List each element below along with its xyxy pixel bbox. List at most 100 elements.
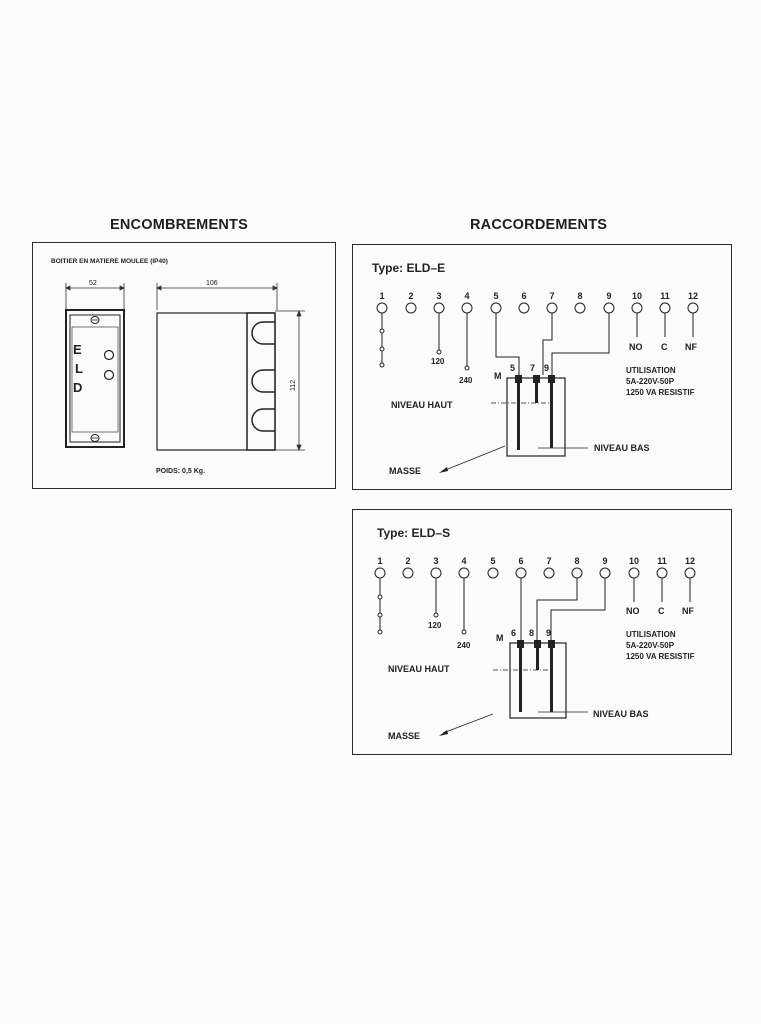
- eld-e-terminal-2-number: 2: [408, 291, 413, 301]
- eld-s-terminal-9: [599, 567, 611, 579]
- encombrements-heading: ENCOMBREMENTS: [110, 217, 248, 233]
- eld-s-probe-number-3: 9: [546, 628, 551, 638]
- eld-e-terminal-5-number: 5: [493, 291, 498, 301]
- eld-s-terminal-12: [684, 567, 696, 579]
- eld-e-voltage-120: 120: [431, 357, 445, 366]
- eld-e-terminal-1: [376, 302, 388, 314]
- eld-s-terminal-7: [543, 567, 555, 579]
- eld-s-niveau-bas: NIVEAU BAS: [593, 709, 649, 719]
- eld-e-type-label: Type: ELD–E: [372, 261, 445, 275]
- eld-e-probe-wiring: [495, 313, 610, 375]
- front-letter-l: L: [75, 361, 83, 376]
- weight-label: POIDS: 0,5 Kg.: [156, 468, 205, 475]
- eld-s-terminal-6: [515, 567, 527, 579]
- eld-e-utilisation: UTILISATION 5A-220V-50P 1250 VA RESISTIF: [626, 366, 695, 397]
- eld-s-probe-tank: [439, 640, 588, 736]
- eld-s-terminal-1-number: 1: [377, 556, 382, 566]
- eld-s-terminal-10-number: 10: [629, 556, 639, 566]
- eld-s-terminal-2-number: 2: [405, 556, 410, 566]
- eld-e-terminal-8: [574, 302, 586, 314]
- eld-s-wiring-diagram: Type: ELD–S 1 2 3 4 5 6 7 8 9 10 11 12: [374, 526, 696, 741]
- eld-s-terminal-1: [374, 567, 386, 579]
- eld-e-terminal-1-number: 1: [379, 291, 384, 301]
- eld-e-terminal-6: [518, 302, 530, 314]
- eld-e-terminal-3-number: 3: [436, 291, 441, 301]
- eld-s-terminal-10: [628, 567, 640, 579]
- eld-e-probe-number-3: 9: [544, 363, 549, 373]
- eld-s-panel: Type: ELD–S 1 2 3 4 5 6 7 8 9 10 11 12: [352, 509, 732, 755]
- eld-e-contact-c: C: [661, 342, 668, 352]
- eld-s-terminal-4-number: 4: [461, 556, 466, 566]
- eld-s-terminal-4: [458, 567, 470, 579]
- eld-s-contact-nf: NF: [682, 606, 694, 616]
- eld-e-terminal-5: [490, 302, 502, 314]
- eld-s-utilisation-power: 1250 VA RESISTIF: [626, 652, 695, 661]
- eld-e-terminal-11-number: 11: [660, 291, 670, 301]
- eld-e-voltage-240: 240: [459, 376, 473, 385]
- eld-s-terminal-11: [656, 567, 668, 579]
- eld-e-terminal-12: [687, 302, 699, 314]
- eld-s-utilisation-title: UTILISATION: [626, 630, 676, 639]
- eld-e-terminal-3: [433, 302, 445, 314]
- eld-s-terminal-5-number: 5: [490, 556, 495, 566]
- eld-s-relay-contacts: [633, 578, 691, 602]
- eld-s-terminal-6-number: 6: [518, 556, 523, 566]
- eld-e-masse: MASSE: [389, 466, 421, 476]
- eld-e-terminal-4-number: 4: [464, 291, 469, 301]
- eld-e-probe-number-1: 5: [510, 363, 515, 373]
- eld-s-terminal-3: [430, 567, 442, 579]
- eld-e-terminal-9: [603, 302, 615, 314]
- eld-e-relay-contacts: [636, 313, 694, 337]
- eld-s-contact-c: C: [658, 606, 665, 616]
- encombrements-panel: BOITIER EN MATIERE MOULEE (IP40) 52 E L …: [32, 242, 336, 489]
- eld-e-probe-tank: [439, 375, 588, 473]
- eld-s-terminal-3-number: 3: [433, 556, 438, 566]
- eld-s-terminal-5: [487, 567, 499, 579]
- eld-e-niveau-bas: NIVEAU BAS: [594, 443, 650, 453]
- raccordements-heading: RACCORDEMENTS: [470, 217, 608, 233]
- eld-e-terminal-4: [461, 302, 473, 314]
- eld-s-terminal-8-number: 8: [574, 556, 579, 566]
- eld-s-terminal-block: [374, 567, 696, 579]
- eld-s-terminal-8: [571, 567, 583, 579]
- front-view: [65, 309, 125, 448]
- eld-s-masse: MASSE: [388, 731, 420, 741]
- eld-e-terminal-9-number: 9: [606, 291, 611, 301]
- eld-s-probe-number-2: 8: [529, 628, 534, 638]
- eld-e-panel: Type: ELD–E 1 2 3 4 5 6 7 8 9 10 11 12: [352, 244, 732, 490]
- eld-s-utilisation: UTILISATION 5A-220V-50P 1250 VA RESISTIF: [626, 630, 695, 661]
- front-width-dimension: [65, 283, 125, 310]
- eld-s-utilisation-rating: 5A-220V-50P: [626, 641, 675, 650]
- eld-e-niveau-haut: NIVEAU HAUT: [391, 400, 453, 410]
- side-width-label: 106: [206, 280, 218, 287]
- eld-e-wiring-diagram: Type: ELD–E 1 2 3 4 5 6 7 8 9 10 11 12: [372, 261, 699, 476]
- eld-e-utilisation-rating: 5A-220V-50P: [626, 377, 675, 386]
- eld-e-terminal-6-number: 6: [521, 291, 526, 301]
- front-letter-e: E: [73, 342, 82, 357]
- eld-s-contact-no: NO: [626, 606, 640, 616]
- eld-s-voltage-120: 120: [428, 621, 442, 630]
- eld-e-terminal-7-number: 7: [549, 291, 554, 301]
- eld-s-type-label: Type: ELD–S: [377, 526, 450, 540]
- eld-e-terminal-7: [546, 302, 558, 314]
- eld-e-terminal-10-number: 10: [632, 291, 642, 301]
- eld-e-contact-no: NO: [629, 342, 643, 352]
- eld-e-supply-wiring: [379, 313, 470, 371]
- eld-s-terminal-2: [402, 567, 414, 579]
- eld-s-voltage-240: 240: [457, 641, 471, 650]
- eld-s-probe-wiring: [520, 578, 606, 640]
- eld-s-terminal-7-number: 7: [546, 556, 551, 566]
- eld-e-terminal-12-number: 12: [688, 291, 698, 301]
- eld-e-terminal-8-number: 8: [577, 291, 582, 301]
- front-letter-d: D: [73, 380, 82, 395]
- eld-e-utilisation-title: UTILISATION: [626, 366, 676, 375]
- height-dimension: [275, 309, 305, 452]
- eld-e-terminal-11: [659, 302, 671, 314]
- side-view: [156, 312, 276, 451]
- eld-s-terminal-12-number: 12: [685, 556, 695, 566]
- eld-s-terminal-11-number: 11: [657, 556, 667, 566]
- eld-s-m-label: M: [496, 633, 504, 643]
- eld-e-contact-nf: NF: [685, 342, 697, 352]
- eld-s-probe-number-1: 6: [511, 628, 516, 638]
- eld-e-m-label: M: [494, 371, 502, 381]
